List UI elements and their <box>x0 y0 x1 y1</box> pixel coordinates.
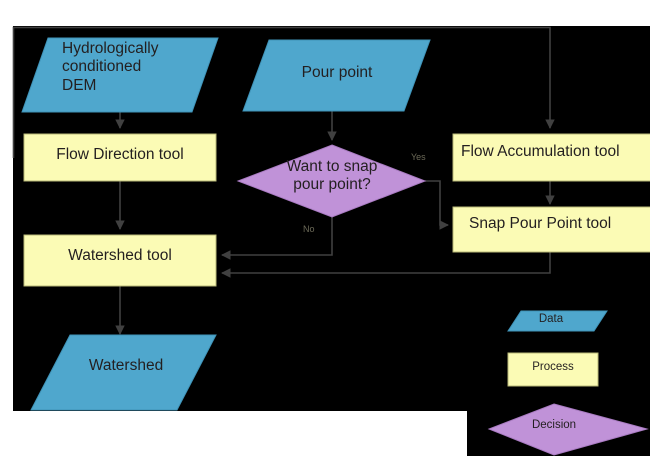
legend <box>487 310 649 456</box>
node-watershed-tool[interactable] <box>23 234 217 287</box>
node-flow-accumulation-tool[interactable] <box>452 133 650 182</box>
node-snap-pour-point-tool[interactable] <box>452 206 650 253</box>
legend-decision-swatch <box>487 403 649 456</box>
node-snap-decision[interactable] <box>236 144 427 218</box>
node-pour-point[interactable] <box>242 39 431 112</box>
edge-decision-no-to-watershedtool <box>221 217 333 260</box>
node-flow-direction-tool[interactable] <box>23 133 217 182</box>
legend-process-swatch <box>507 352 599 387</box>
node-watershed-output[interactable] <box>30 334 217 411</box>
node-hydro-dem[interactable] <box>21 37 219 113</box>
edge-decision-yes-to-snap <box>425 180 449 230</box>
edge-top-rail <box>12 26 555 158</box>
legend-data-swatch <box>507 310 608 332</box>
